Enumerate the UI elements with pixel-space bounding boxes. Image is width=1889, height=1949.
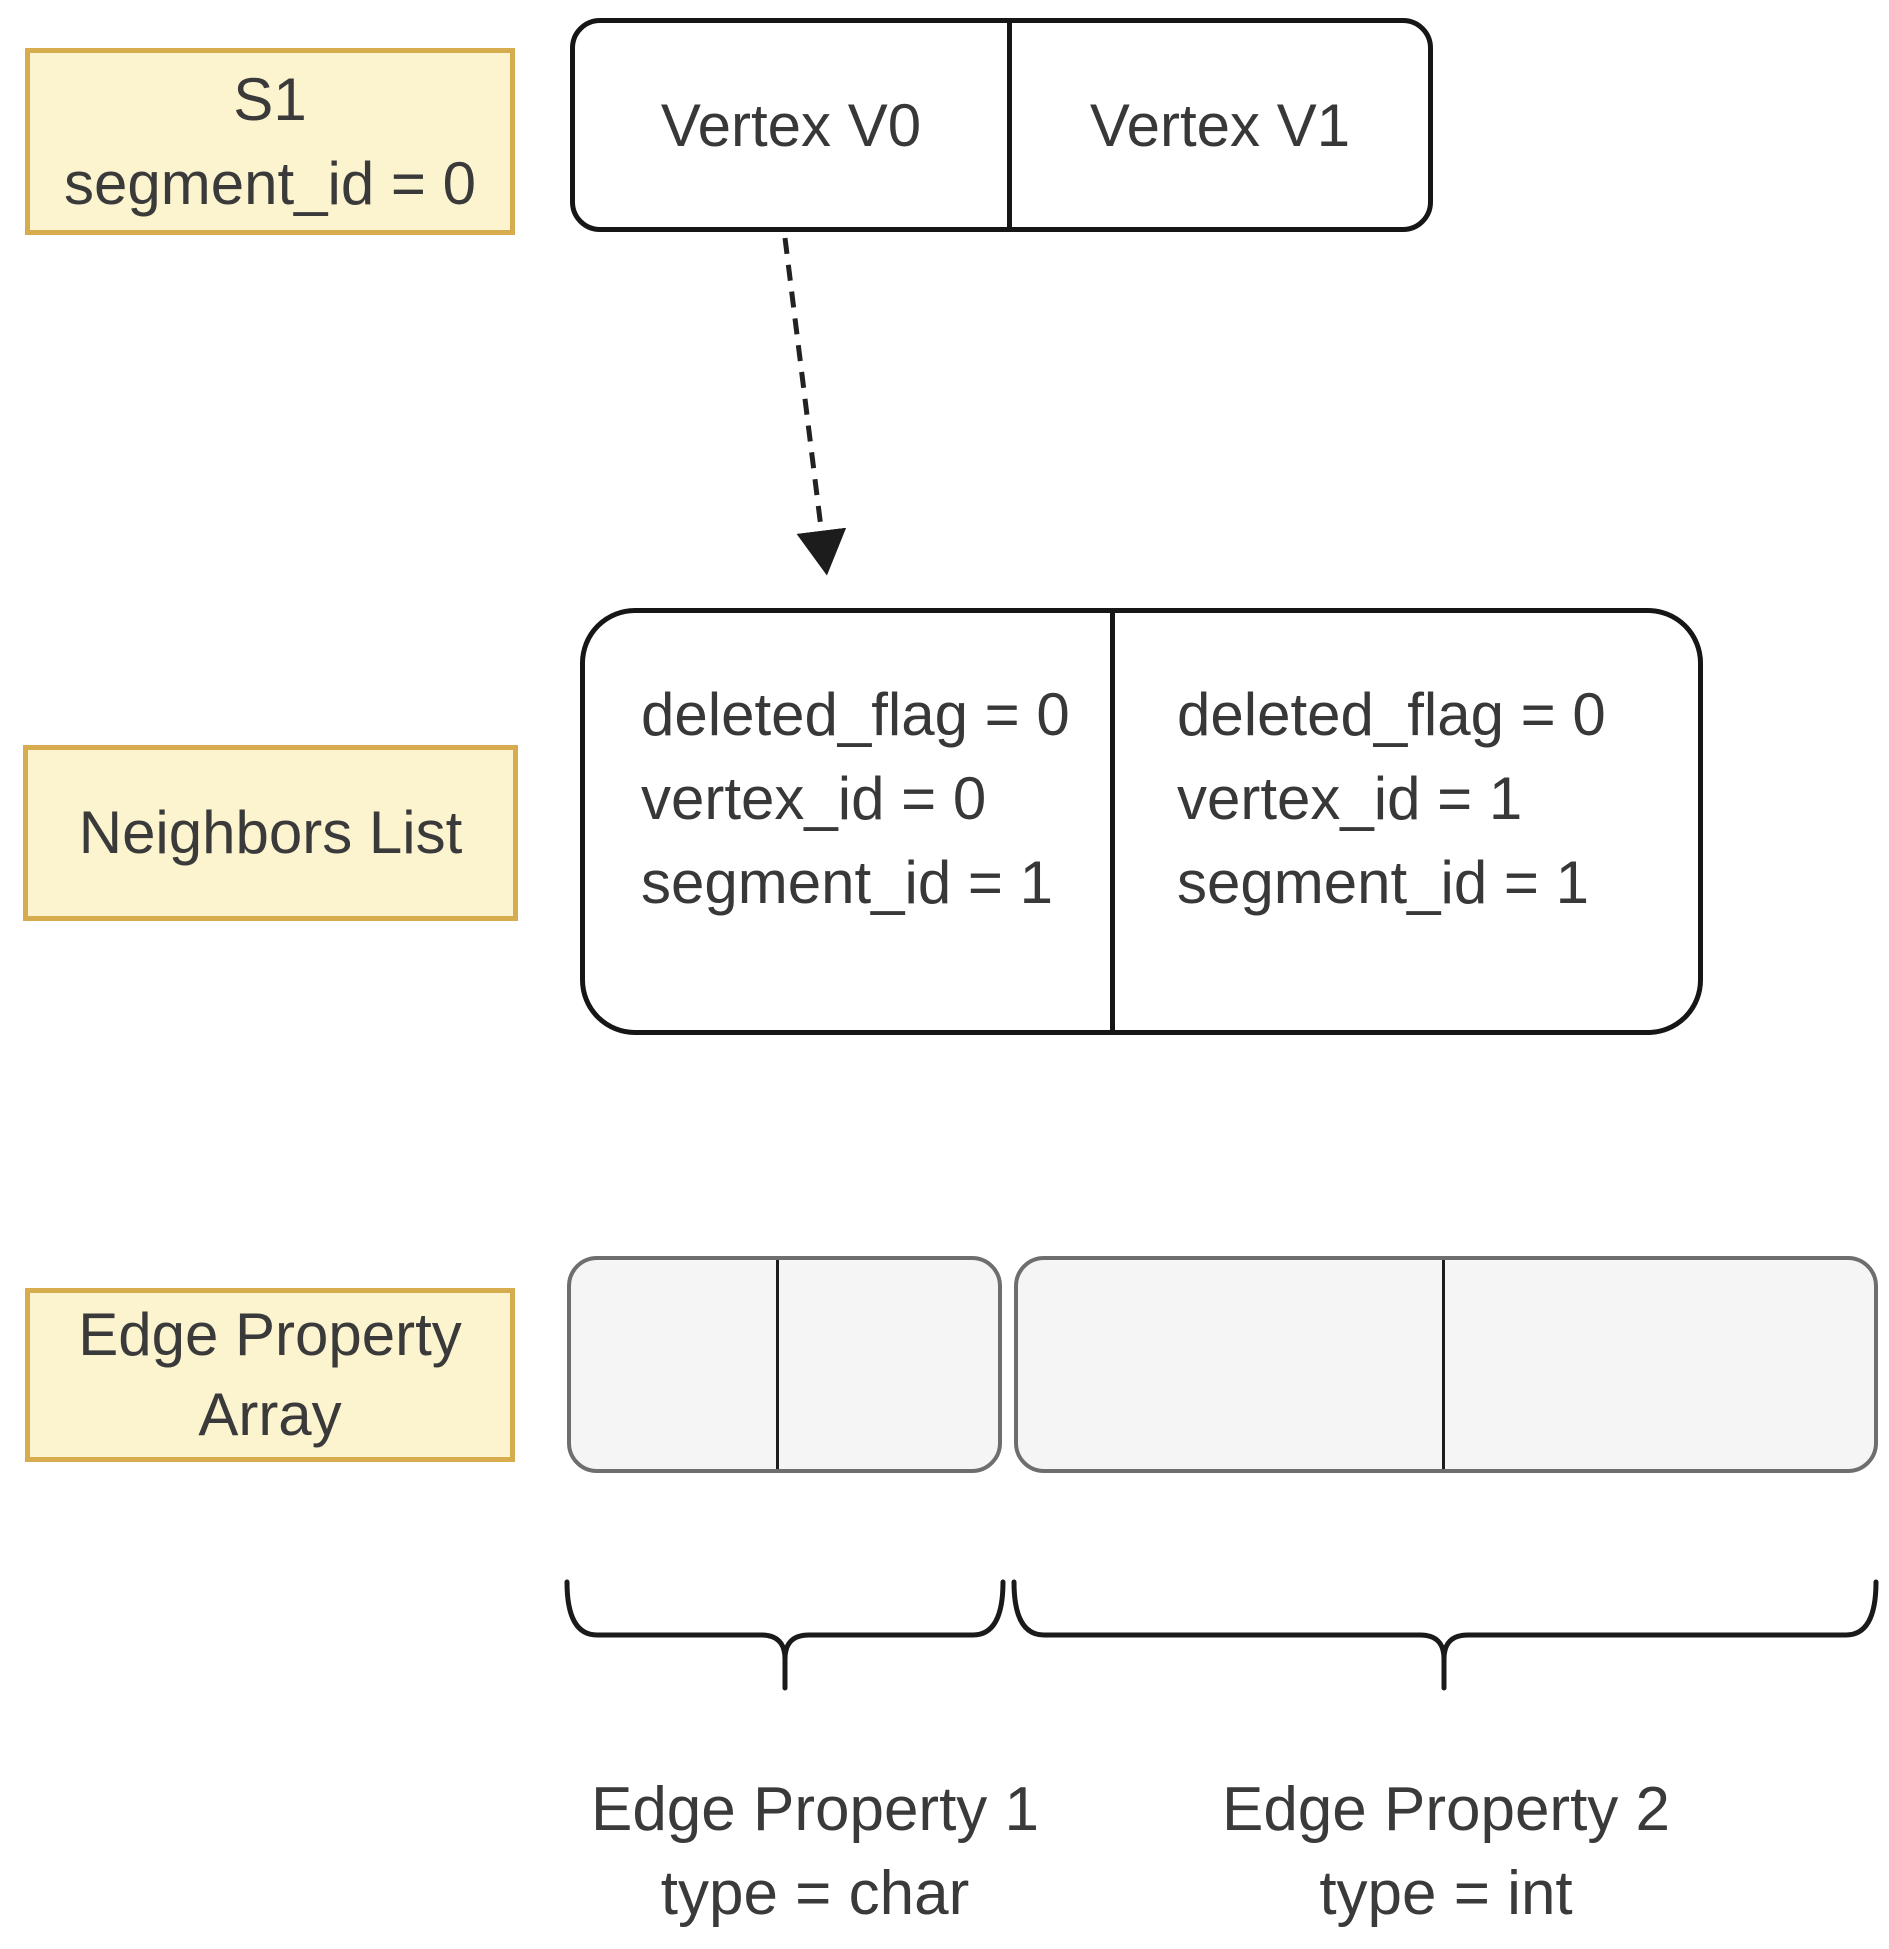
edge-property-array-segment-2 [1014, 1256, 1878, 1473]
neighbors-entry-1-segment-id: segment_id = 1 [1177, 849, 1589, 916]
array-cell-divider [776, 1260, 779, 1469]
neighbors-entry-1-deleted-flag: deleted_flag = 0 [1177, 681, 1606, 748]
segment-s1-id: segment_id = 0 [64, 149, 476, 217]
edge-property-2-type: type = int [1319, 1859, 1573, 1928]
edge-property-1-title: Edge Property 1 [590, 1775, 1040, 1844]
edge-property-array-segment-1 [567, 1256, 1002, 1473]
edge-property-1-caption: Edge Property 1 type = char [565, 1768, 1065, 1936]
edge-property-array-label-line1: Edge Property [78, 1301, 462, 1368]
vertex-segment-box: Vertex V0 Vertex V1 [570, 18, 1433, 232]
neighbors-list-box: deleted_flag = 0 vertex_id = 0 segment_i… [580, 608, 1703, 1035]
segment-s1-label: S1 segment_id = 0 [25, 48, 515, 235]
array-cell-divider [1442, 1260, 1445, 1469]
neighbors-entry-0-segment-id: segment_id = 1 [641, 849, 1053, 916]
underbrace-edge-property-1 [564, 1579, 1006, 1691]
neighbors-entry-0: deleted_flag = 0 vertex_id = 0 segment_i… [585, 613, 1115, 1030]
segment-s1-name: S1 [233, 65, 307, 133]
neighbors-entry-1: deleted_flag = 0 vertex_id = 1 segment_i… [1115, 613, 1698, 1030]
neighbors-list-label: Neighbors List [23, 745, 518, 921]
neighbors-entry-0-deleted-flag: deleted_flag = 0 [641, 681, 1070, 748]
vertex-cell-v0: Vertex V0 [575, 23, 1012, 227]
edge-property-1-type: type = char [660, 1859, 970, 1928]
neighbors-entry-1-vertex-id: vertex_id = 1 [1177, 765, 1523, 832]
edge-property-2-title: Edge Property 2 [1221, 1775, 1671, 1844]
vertex-cell-v1: Vertex V1 [1089, 91, 1351, 159]
edge-property-array-label-line2: Array [198, 1381, 342, 1448]
neighbors-pointer-arrow [782, 237, 847, 576]
underbrace-edge-property-2 [1011, 1579, 1879, 1691]
edge-property-2-caption: Edge Property 2 type = int [1196, 1768, 1696, 1936]
neighbors-entry-0-vertex-id: vertex_id = 0 [641, 765, 987, 832]
edge-property-array-label: Edge Property Array [25, 1288, 515, 1462]
neighbors-list-label-text: Neighbors List [78, 799, 463, 866]
